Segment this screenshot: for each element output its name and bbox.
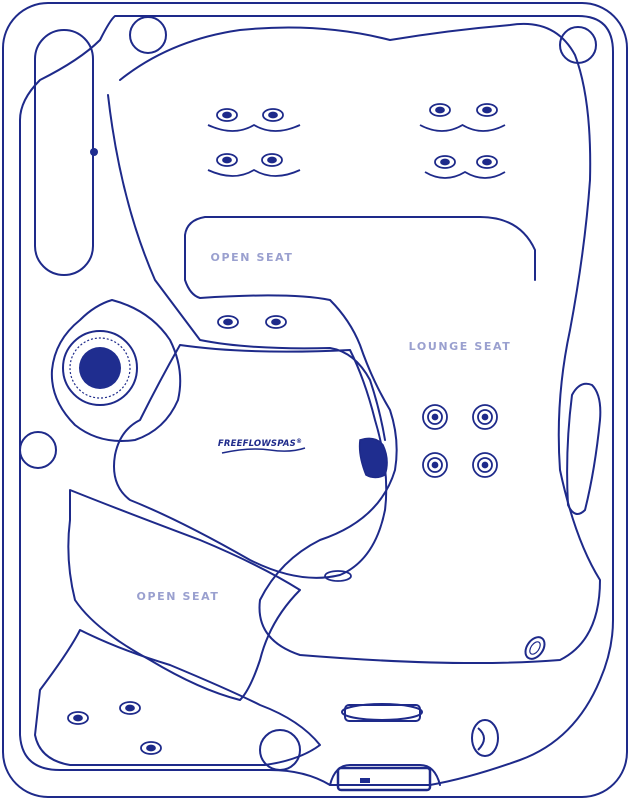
oval-jet-center-icon <box>222 111 232 119</box>
brand-swoosh <box>221 447 306 454</box>
oval-jet-center-icon <box>440 158 450 166</box>
oval-jet-center-icon <box>268 111 278 119</box>
circular-jet-ring-icon <box>477 409 493 425</box>
seat-contour <box>424 170 506 179</box>
circular-jet-icon <box>472 404 498 430</box>
oval-jet-icon <box>261 153 283 167</box>
oval-jet-icon <box>429 103 451 117</box>
control-side-panel <box>358 437 388 479</box>
oval-jet-icon <box>265 315 287 329</box>
circular-jet-center-icon <box>431 461 439 469</box>
oval-jet-icon <box>140 741 162 755</box>
cup-holder-bottom <box>259 729 301 771</box>
circular-jet-ring-icon <box>427 409 443 425</box>
svg-text:FREEFLOWSPAS®: FREEFLOWSPAS® <box>218 438 302 449</box>
oval-jet-center-icon <box>146 744 156 752</box>
oval-jet-center-icon <box>223 318 233 326</box>
oval-jet-icon <box>119 701 141 715</box>
oval-jet-center-icon <box>125 704 135 712</box>
circular-jet-icon <box>422 452 448 478</box>
circular-jet-center-icon <box>431 413 439 421</box>
oval-jet-icon <box>476 155 498 169</box>
brand-part-1: FREEFLOW <box>218 439 272 449</box>
footwell-outline <box>113 344 388 579</box>
pump-control-knob <box>62 330 138 406</box>
wall-fitting <box>90 148 98 156</box>
oval-jet-icon <box>216 108 238 122</box>
oval-jet-center-icon <box>435 106 445 114</box>
circular-jet-ring-icon <box>427 457 443 473</box>
oval-jet-icon <box>216 153 238 167</box>
open-seat-top-label: OPEN SEAT <box>211 251 294 264</box>
cup-holder-top-right <box>559 26 597 64</box>
filter-lid <box>341 703 423 721</box>
right-wall-detail <box>566 382 602 515</box>
lounge-seat-label: LOUNGE SEAT <box>409 340 512 353</box>
bottom-open-seat <box>67 489 301 701</box>
oval-jet-icon <box>217 315 239 329</box>
drain-valve-handle <box>477 727 485 751</box>
spa-inner-rim <box>19 15 614 786</box>
brand-part-2: SPAS <box>271 439 296 449</box>
spa-interior-outline <box>119 22 601 665</box>
oval-jet-center-icon <box>482 158 492 166</box>
circular-jet-center-icon <box>481 461 489 469</box>
oval-jet-center-icon <box>482 106 492 114</box>
knob-outer-ring <box>62 330 138 406</box>
panel-housing <box>329 764 441 786</box>
control-panel-display <box>360 778 370 783</box>
circular-jet-icon <box>472 452 498 478</box>
spa-light <box>524 636 546 660</box>
spa-light-inner <box>529 641 541 655</box>
oval-jet-center-icon <box>73 714 83 722</box>
oval-jet-icon <box>434 155 456 169</box>
seat-contour <box>419 123 506 132</box>
knob-center <box>79 347 121 389</box>
oval-jet-center-icon <box>271 318 281 326</box>
circular-jet-center-icon <box>481 413 489 421</box>
corner-seat <box>34 629 321 766</box>
open-seat-bottom-label: OPEN SEAT <box>137 590 220 603</box>
oval-jet-center-icon <box>267 156 277 164</box>
circular-jet-icon <box>422 404 448 430</box>
oval-jet-icon <box>262 108 284 122</box>
control-panel <box>336 766 432 792</box>
cup-holder-left <box>19 431 57 469</box>
jet-group <box>67 103 506 755</box>
drain-valve <box>471 719 499 757</box>
oval-jet-center-icon <box>222 156 232 164</box>
filter-body <box>344 704 421 722</box>
knob-mid-ring <box>69 337 131 399</box>
seat-contour <box>207 123 301 132</box>
seat-contour <box>207 168 301 177</box>
step-vent <box>324 570 352 582</box>
cup-holder-top-left <box>129 16 167 54</box>
circular-jet-ring-icon <box>477 457 493 473</box>
oval-jet-icon <box>476 103 498 117</box>
brand-mark: ® <box>296 438 302 445</box>
brand-logo: FREEFLOWSPAS® <box>218 438 306 454</box>
pump-surround <box>50 299 182 442</box>
oval-jet-icon <box>67 711 89 725</box>
left-seat-edge <box>107 94 386 441</box>
